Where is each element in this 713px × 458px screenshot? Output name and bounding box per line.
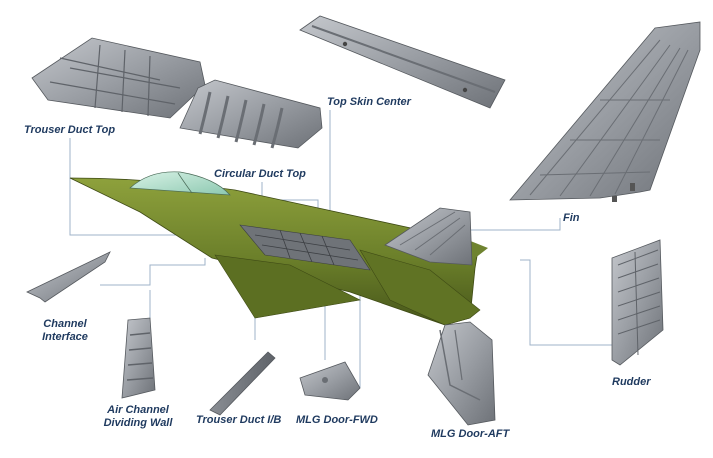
label-air-channel-dividing-wall: Air Channel Dividing Wall [98,404,178,430]
mlg-door-aft-part [427,321,496,426]
label-trouser-duct-ib: Trouser Duct I/B [196,414,282,426]
circular-duct-top-part [179,79,323,149]
label-air-channel-line2: Dividing Wall [103,417,173,429]
label-channel-interface-line1: Channel [43,318,87,330]
label-fin: Fin [563,212,580,224]
rudder-part [611,239,664,366]
mlg-door-fwd-part [299,361,361,401]
fin-part [509,21,701,202]
trouser-duct-ib-part [209,351,276,416]
label-channel-interface-line2: Interface [42,331,88,343]
top-skin-center-part [299,15,506,109]
label-air-channel-line1: Air Channel [107,404,169,416]
label-trouser-duct-top: Trouser Duct Top [24,124,116,136]
trouser-duct-top-part [31,37,206,119]
label-rudder: Rudder [612,376,651,388]
label-mlg-door-fwd: MLG Door-FWD [296,414,378,426]
air-channel-dividing-wall-part [121,317,156,399]
aircraft-fin [384,207,473,266]
channel-interface-part [26,251,111,303]
aircraft-body [69,171,488,326]
label-circular-duct-top: Circular Duct Top [214,168,306,180]
label-top-skin-center: Top Skin Center [327,96,411,108]
label-channel-interface: Channel Interface [38,318,92,344]
label-mlg-door-aft: MLG Door-AFT [431,428,510,440]
